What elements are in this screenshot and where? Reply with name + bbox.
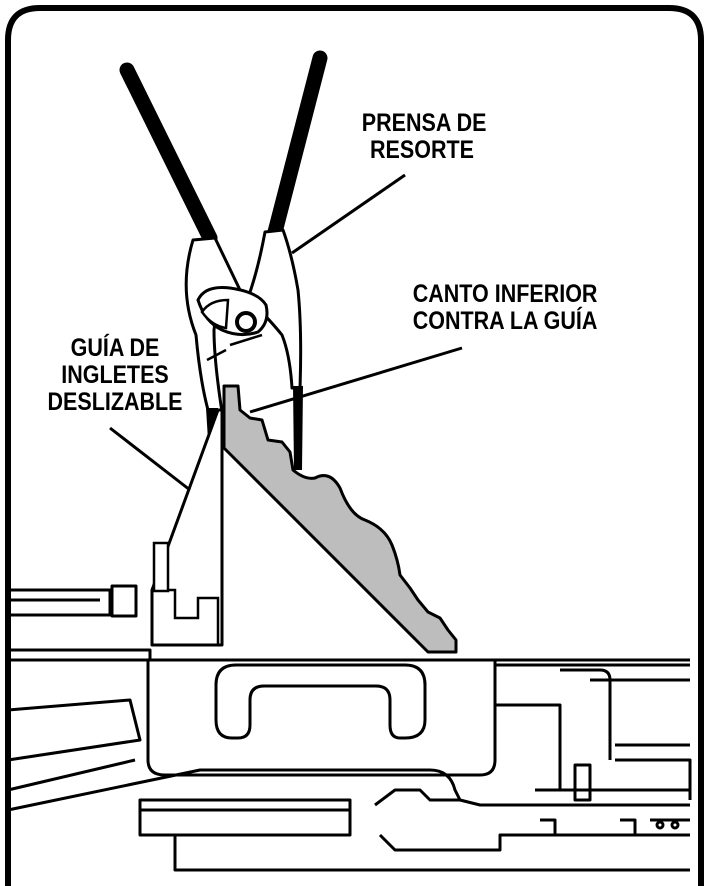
label-canto-inferior: CANTO INFERIOR CONTRA LA GUÍA [412, 280, 598, 335]
miter-saw-base-icon [7, 584, 692, 872]
label-guia-de-ingletes: GUÍA DE INGLETES DESLIZABLE [42, 335, 188, 416]
label-line: PRENSA DE [361, 109, 487, 137]
frame-border [5, 5, 704, 886]
leader-canto [249, 346, 463, 414]
leader-prensa [291, 173, 406, 255]
label-line: CANTO INFERIOR [412, 280, 598, 308]
label-line: DESLIZABLE [47, 388, 183, 416]
label-line: RESORTE [370, 136, 474, 164]
crown-molding-icon [222, 384, 458, 654]
leader-guia [109, 426, 191, 492]
pivot-icon [235, 311, 257, 333]
label-line: CONTRA LA GUÍA [412, 307, 598, 335]
label-line: GUÍA DE [70, 334, 160, 362]
miter-fence-icon [150, 408, 224, 647]
label-prensa-de-resorte: PRENSA DE RESORTE [361, 109, 487, 164]
label-line: INGLETES [61, 361, 169, 389]
spring-clamp-icon [119, 50, 328, 470]
